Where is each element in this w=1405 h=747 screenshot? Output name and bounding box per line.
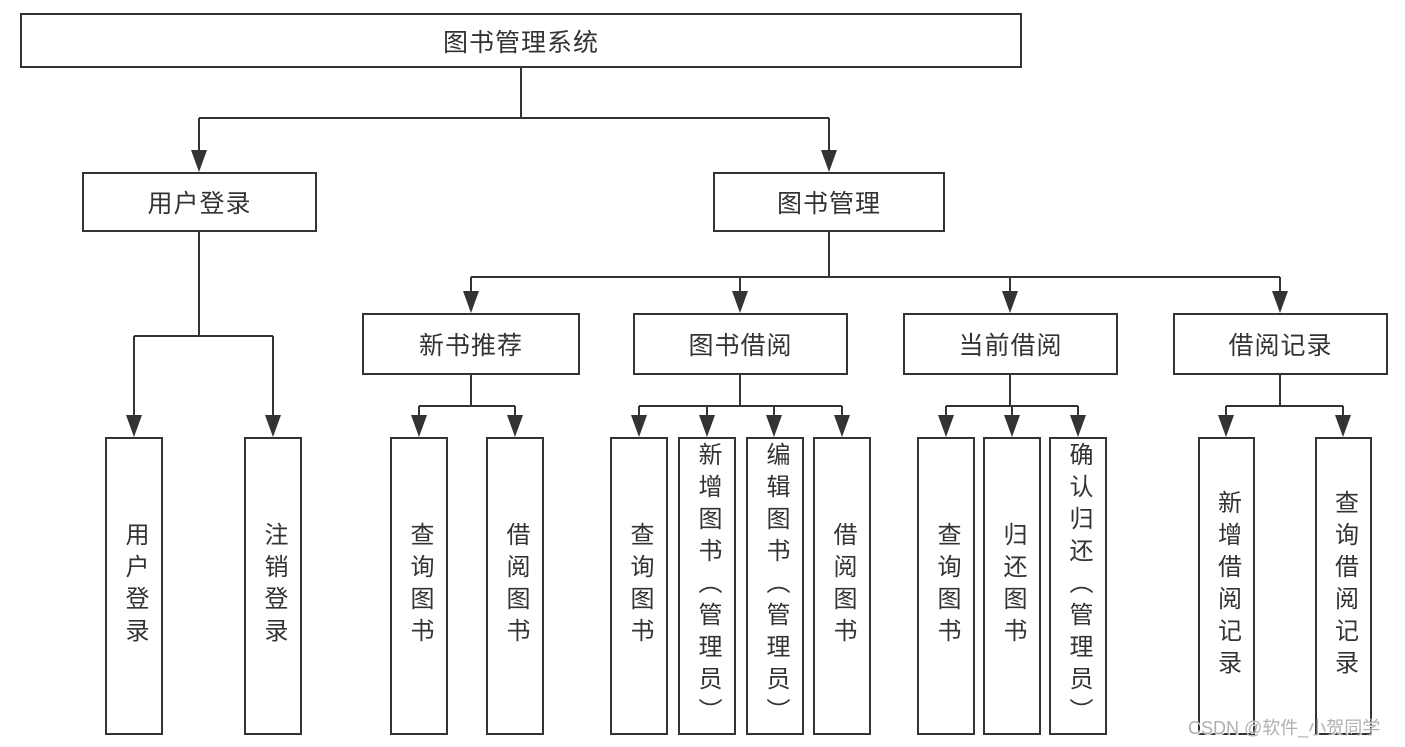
node-leaf-logout: 注销登录	[244, 437, 302, 735]
connector-arrowhead	[938, 415, 954, 437]
connector-arrowhead	[507, 415, 523, 437]
node-label: 借阅记录	[1228, 332, 1333, 360]
node-label: 编辑图书（管理员）	[762, 442, 789, 730]
connector-arrowhead	[631, 415, 647, 437]
node-leaf-return-books: 归还图书	[983, 437, 1041, 735]
node-label: 新增借阅记录	[1213, 490, 1241, 682]
connector-arrowhead	[821, 150, 837, 172]
csdn-watermark: CSDN @软件_小贺同学	[1188, 718, 1381, 738]
connector-arrowhead	[191, 150, 207, 172]
connector-arrowhead	[699, 415, 715, 437]
node-leaf-confirm-return-admin: 确认归还（管理员）	[1049, 437, 1107, 735]
node-leaf-query-books: 查询图书	[390, 437, 448, 735]
node-leaf-edit-books-admin: 编辑图书（管理员）	[746, 437, 804, 735]
node-new-book-recommendation: 新书推荐	[362, 313, 580, 375]
connector-arrowhead	[1335, 415, 1351, 437]
node-label: 查询图书	[933, 522, 960, 650]
node-book-management: 图书管理	[713, 172, 945, 232]
node-label: 图书管理系统	[442, 28, 599, 57]
connector-arrowhead	[463, 291, 479, 313]
node-label: 注销登录	[260, 522, 287, 650]
node-label: 确认归还（管理员）	[1065, 442, 1092, 730]
connector-arrowhead	[834, 415, 850, 437]
connector-arrowhead	[411, 415, 427, 437]
node-leaf-user-login: 用户登录	[105, 437, 163, 735]
node-leaf-add-books-admin: 新增图书（管理员）	[678, 437, 736, 735]
node-label: 归还图书	[999, 522, 1026, 650]
connector-arrowhead	[126, 415, 142, 437]
node-borrowing-records: 借阅记录	[1173, 313, 1388, 375]
node-leaf-query-books: 查询图书	[917, 437, 975, 735]
node-label: 查询借阅记录	[1330, 490, 1358, 682]
node-user-login: 用户登录	[82, 172, 317, 232]
node-leaf-borrow-books: 借阅图书	[486, 437, 544, 735]
node-leaf-query-borrow-record: 查询借阅记录	[1315, 437, 1372, 735]
connector-arrowhead	[1070, 415, 1086, 437]
node-label: 新书推荐	[418, 332, 523, 360]
node-label: 新增图书（管理员）	[694, 442, 721, 730]
node-label: 用户登录	[121, 522, 148, 650]
node-label: 图书借阅	[688, 332, 793, 360]
connector-arrowhead	[1004, 415, 1020, 437]
node-library-management-system: 图书管理系统	[20, 13, 1022, 68]
node-label: 当前借阅	[958, 332, 1063, 360]
node-leaf-query-books: 查询图书	[610, 437, 668, 735]
connector-arrowhead	[732, 291, 748, 313]
node-leaf-borrow-books: 借阅图书	[813, 437, 871, 735]
node-label: 借阅图书	[829, 522, 856, 650]
node-leaf-add-borrow-record: 新增借阅记录	[1198, 437, 1255, 735]
connector-arrowhead	[1218, 415, 1234, 437]
node-current-borrowing: 当前借阅	[903, 313, 1118, 375]
node-label: 查询图书	[626, 522, 653, 650]
node-label: 查询图书	[406, 522, 433, 650]
connector-arrowhead	[265, 415, 281, 437]
connector-arrowhead	[1002, 291, 1018, 313]
node-book-borrowing: 图书借阅	[633, 313, 848, 375]
node-label: 用户登录	[147, 190, 252, 218]
connector-arrowhead	[766, 415, 782, 437]
connector-arrowhead	[1272, 291, 1288, 313]
node-label: 借阅图书	[502, 522, 529, 650]
node-label: 图书管理	[776, 190, 881, 218]
